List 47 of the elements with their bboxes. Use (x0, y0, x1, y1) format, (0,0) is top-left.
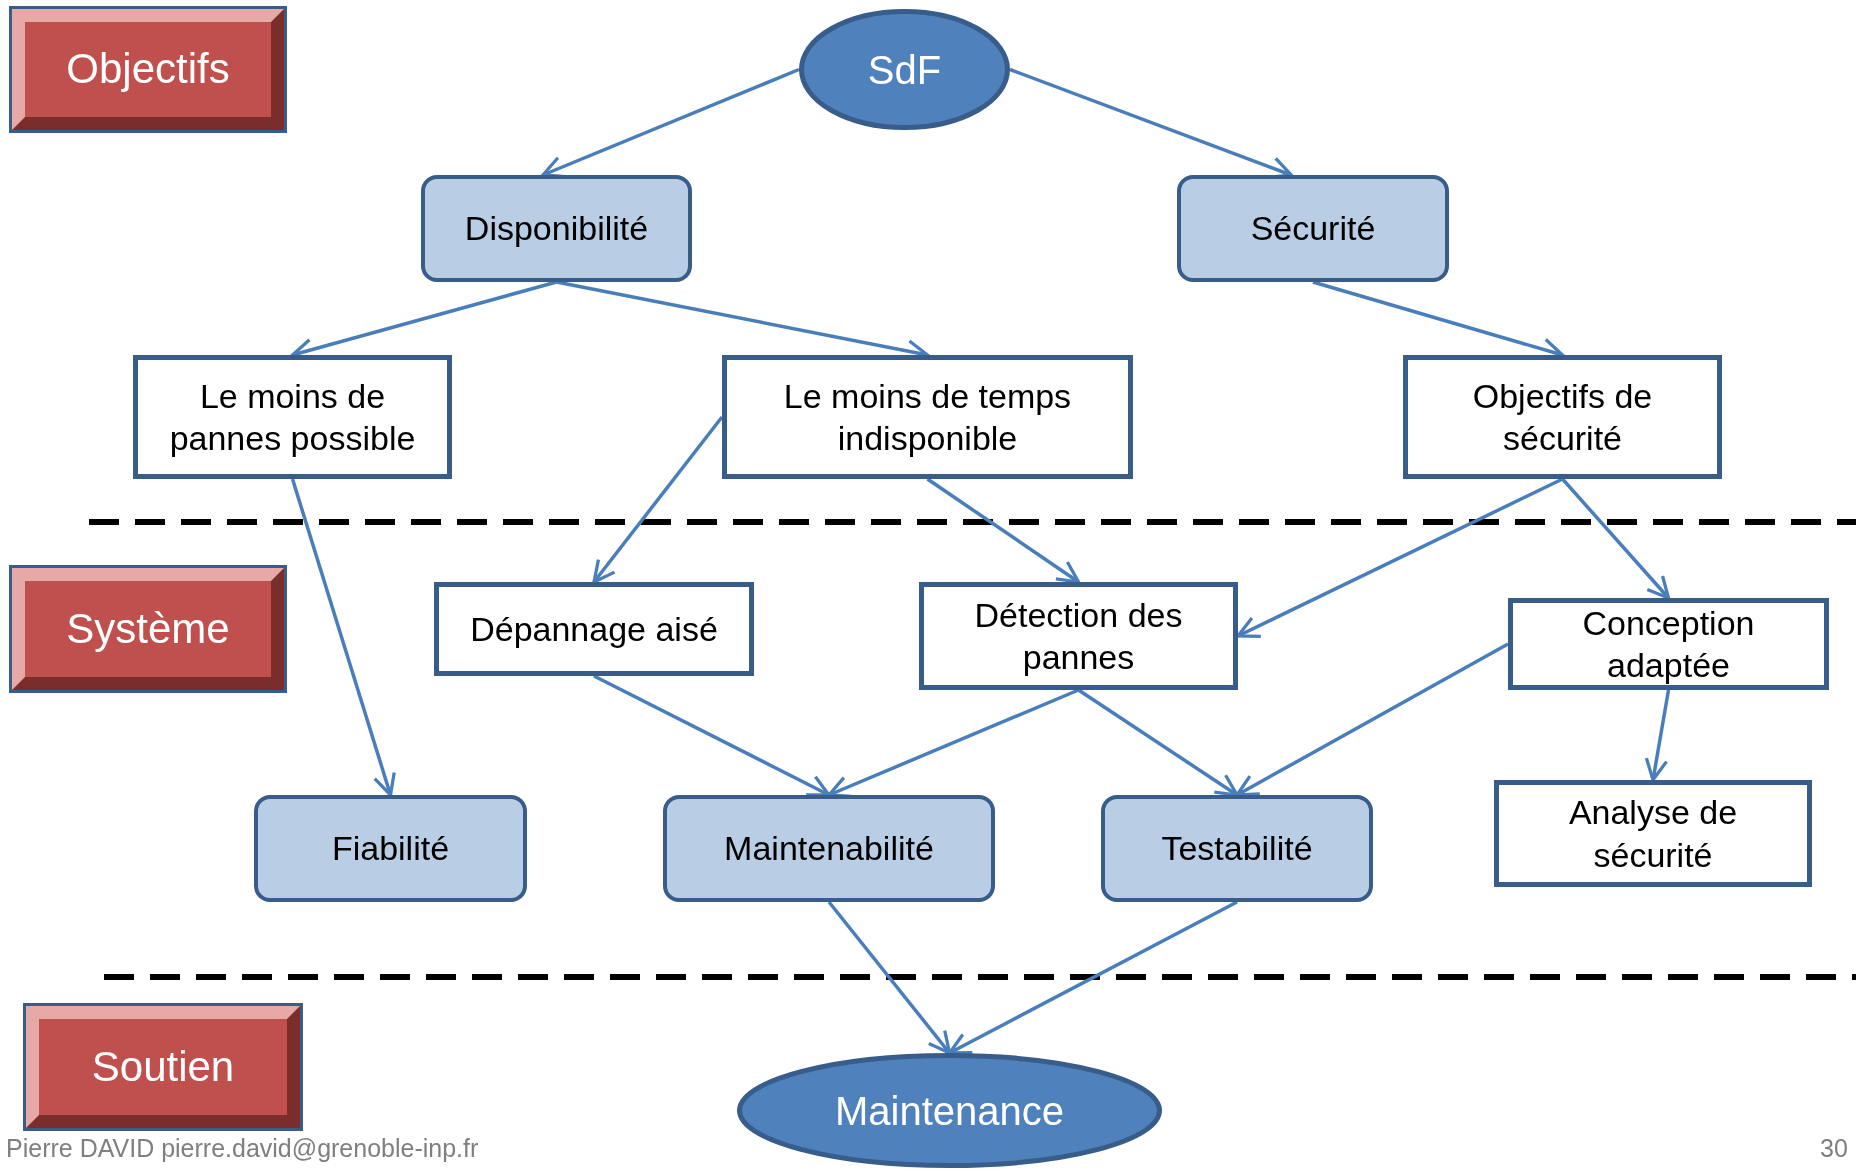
arrow (592, 415, 724, 584)
arrow (1235, 642, 1509, 797)
node-label: Le moins de pannes possible (168, 375, 417, 459)
node-label: Maintenabilité (724, 828, 934, 870)
node-label: Analyse de sécurité (1567, 792, 1739, 876)
process-box (919, 582, 1238, 690)
process-box (1494, 780, 1812, 887)
arrow (1077, 688, 1239, 797)
arrow (593, 674, 831, 797)
node-label: Le moins de temps indisponible (782, 375, 1073, 459)
ellipse-node (799, 9, 1010, 130)
rounded-box (1101, 795, 1373, 902)
arrow (1236, 477, 1564, 638)
page-number: 30 (1820, 1134, 1848, 1163)
footer-author: Pierre DAVID pierre.david@grenoble-inp.fr (6, 1134, 479, 1163)
arrow (1644, 689, 1671, 782)
node-label: Soutien (91, 1041, 235, 1092)
section-tag (12, 568, 284, 690)
node-label: Détection des pannes (973, 594, 1184, 678)
rounded-box (254, 795, 527, 902)
arrow (926, 477, 1081, 584)
ellipse-node (737, 1053, 1162, 1168)
rounded-box (421, 175, 692, 282)
node-label: Sécurité (1250, 208, 1376, 250)
process-box (722, 355, 1133, 479)
node-label: Système (66, 603, 230, 654)
process-box (1508, 598, 1829, 690)
node-label: Conception adaptée (1581, 602, 1756, 686)
node-label: Objectifs (66, 44, 230, 95)
arrow (290, 478, 396, 797)
node-label: Maintenance (834, 1087, 1064, 1135)
node-label: Objectifs de sécurité (1471, 375, 1654, 459)
arrow (947, 900, 1238, 1055)
process-box (1403, 355, 1722, 479)
node-label: Dépannage aisé (470, 608, 718, 650)
node-label: Fiabilité (331, 828, 450, 870)
rounded-box (1177, 175, 1449, 282)
arrow (827, 900, 952, 1055)
node-label: SdF (867, 46, 942, 94)
section-tag (26, 1006, 300, 1128)
rounded-box (663, 795, 995, 902)
arrow (1561, 477, 1671, 600)
process-box (133, 355, 452, 479)
node-label: Testabilité (1161, 828, 1313, 870)
section-tag (12, 9, 284, 130)
node-label: Disponibilité (464, 208, 649, 250)
process-box (434, 582, 754, 676)
